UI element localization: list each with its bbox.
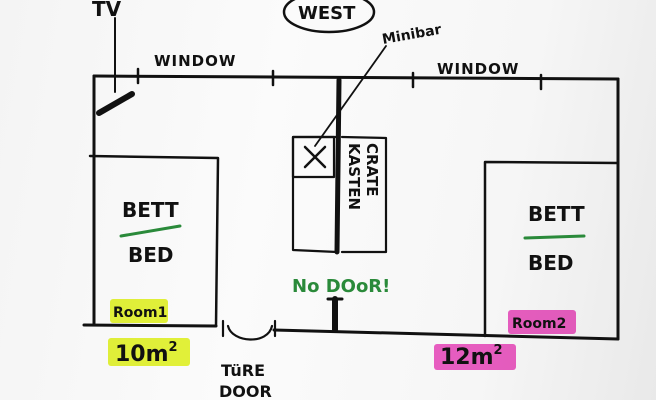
door-en-label: DOOR [219, 382, 272, 400]
room1-highlight [110, 299, 168, 323]
crate-label: CRATE [363, 143, 381, 196]
bed-right-top-label: BETT [528, 202, 585, 226]
crate-block [291, 135, 339, 254]
room2-label: Room2 [512, 316, 566, 332]
area2-exponent: 2 [494, 343, 503, 358]
bed-right-underline [523, 234, 586, 240]
door-arc [226, 324, 274, 341]
area2-label: 12m2 [440, 343, 503, 370]
no-door-label: No DOoR! [292, 276, 390, 297]
bed-left-underline [119, 224, 182, 238]
bed-left-bottom-label: BED [128, 243, 174, 267]
room1-label: Room1 [113, 305, 167, 321]
minibar-x-icon [303, 145, 327, 169]
minibar-label: Minibar [381, 22, 443, 48]
window-right-label: WINDOW [437, 60, 519, 78]
bed-left-top-label: BETT [122, 198, 179, 222]
bed-right-bottom-label: BED [528, 251, 574, 275]
minibar-pointer [314, 45, 387, 147]
door-de-label: TüRE [221, 361, 265, 380]
kasten-label: KASTEN [345, 143, 363, 210]
west-circle [282, 0, 376, 34]
bottom-wall-right [272, 328, 620, 341]
top-wall [92, 74, 620, 81]
bottom-wall-left [82, 323, 218, 328]
partition-wall [334, 77, 342, 255]
area1-exponent: 2 [169, 340, 178, 355]
bed-left [88, 154, 220, 328]
bed-right [483, 160, 620, 338]
window-left-label: WINDOW [154, 52, 236, 70]
tv-mark [96, 91, 135, 116]
west-label: WEST [298, 3, 356, 24]
tv-label: TV [92, 0, 122, 21]
crate-block-right [340, 135, 388, 254]
room2-highlight [508, 310, 576, 334]
area2-highlight [434, 344, 516, 370]
area1-highlight [108, 338, 190, 366]
area1-label: 10m2 [115, 340, 178, 367]
